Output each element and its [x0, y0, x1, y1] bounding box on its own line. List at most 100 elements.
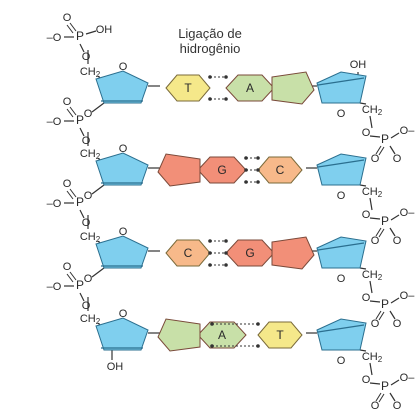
- p-oxygen-minus-left-0: –O: [47, 32, 62, 44]
- p-o-minus-bond-right-2: [390, 297, 400, 304]
- ch2-left-3: CH2: [80, 313, 101, 326]
- terminal-oh-top-right: OH: [350, 59, 367, 71]
- ch2-left-2: CH2: [80, 231, 101, 244]
- base-right-G-2-ring5: [271, 236, 315, 270]
- base-left-G-1: [157, 153, 247, 187]
- ch2-o-bond-right-3: [369, 362, 373, 376]
- p-double-bond-right-a-2: [375, 310, 382, 320]
- ch2-right-0: CH2: [362, 104, 383, 117]
- hydrogen-bond-1-1: [244, 168, 260, 172]
- p-o-bond-right-2: [389, 310, 396, 320]
- p-oxygen-3p-left-1: O: [84, 190, 93, 202]
- hydrogen-bond-3-0: [210, 322, 260, 326]
- hydrogen-bond-2-2: [208, 263, 228, 267]
- ch2-sugar-bond-right-3: [359, 349, 367, 352]
- hydrogen-bond-dot-b-3-0: [256, 322, 260, 326]
- hydrogen-bond-2-0: [208, 239, 228, 243]
- ch2-right-2: CH2: [362, 269, 383, 282]
- sugar-shade-right-0: [317, 77, 365, 86]
- hydrogen-bond-2-1: [208, 251, 228, 255]
- hydrogen-bond-dot-a-1-1: [244, 168, 248, 172]
- p-oxygen-minus-left-1: –O: [47, 116, 62, 128]
- hydrogen-bond-3-1: [210, 344, 260, 348]
- base-right-T-3-label: T: [276, 328, 284, 342]
- deoxyribose-right-1: [316, 153, 367, 186]
- hydrogen-bond-dot-a-3-0: [210, 322, 214, 326]
- hydrogen-bond-dot-b-1-2: [256, 180, 260, 184]
- base-right-T-3: [257, 321, 303, 349]
- p-oxygen-minus-right-3: O–: [400, 372, 416, 384]
- p-double-bond-right-a-1: [375, 227, 382, 237]
- deoxyribose-left-1: [95, 152, 149, 186]
- p-double-bond-left-a-3: [69, 271, 77, 281]
- ch2-o-bond-right-2: [369, 280, 373, 294]
- p-oxygen-minus-left-3: –O: [47, 281, 62, 293]
- p-oxygen-bridge-left-2: O: [82, 217, 91, 229]
- ring-oxygen-right-2: O: [337, 273, 346, 285]
- o-p-bond-right-2: [369, 300, 381, 303]
- ring-oxygen-right-0: O: [337, 108, 346, 120]
- p-double-bond-left-a-1: [69, 106, 77, 116]
- deoxyribose-left-2: [95, 235, 149, 269]
- p-link-left-0: [79, 43, 85, 53]
- sugar-shade-right-2: [317, 242, 365, 251]
- base-right-C-1-label: C: [276, 163, 285, 177]
- base-left-T-0: [165, 74, 211, 102]
- p-o-minus-bond-right-3: [390, 379, 400, 386]
- base-left-G-1-ring5: [157, 153, 201, 187]
- backbone-layer: [64, 22, 400, 403]
- p-oxygen-3p-left-2: O: [84, 273, 93, 285]
- hydrogen-bond-dot-b-1-0: [256, 156, 260, 160]
- ch2-right-1: CH2: [362, 186, 383, 199]
- ch2-sugar-bond-right-2: [359, 267, 367, 270]
- p-double-bond-right-a-0: [375, 145, 382, 155]
- hydrogen-bond-dot-b-0-0: [224, 75, 228, 79]
- ch2-left-0: CH2: [80, 66, 101, 79]
- hydrogen-bond-label-line2: hidrogênio: [179, 41, 241, 56]
- p-oxygen-top-left-3: O: [63, 261, 72, 273]
- p-oxygen-minus-right-2: O–: [400, 290, 416, 302]
- ring-oxygen-left-3: O: [119, 308, 128, 320]
- ch2-o-bond-right-1: [369, 197, 373, 211]
- p-double-bond-left-b-0: [66, 24, 74, 34]
- hydrogen-bond-0-1: [208, 97, 228, 101]
- o-p-bond-right-1: [369, 217, 381, 220]
- p-oxygen-top-left-1: O: [63, 96, 72, 108]
- deoxyribose-right-2: [316, 236, 367, 269]
- hydrogen-bond-dot-a-3-1: [210, 344, 214, 348]
- base-left-C-2-label: C: [184, 246, 193, 260]
- ring-oxygen-left-0: O: [119, 61, 128, 73]
- deoxyribose-right-3: [316, 318, 367, 351]
- hydrogen-bond-dot-b-2-1: [224, 251, 228, 255]
- p-oxygen-3p-left-0: O: [84, 108, 93, 120]
- deoxyribose-right-0: [316, 71, 367, 104]
- phosphorus-right-2: P: [381, 297, 389, 311]
- p-double-bond-left-b-3: [66, 273, 74, 283]
- p-link-left-2: [79, 209, 85, 219]
- p-o-bond-right-3: [389, 392, 396, 402]
- phosphorus-left-3: P: [76, 278, 84, 292]
- ring-oxygen-right-3: O: [337, 355, 346, 367]
- base-left-G-1-label: G: [217, 163, 226, 177]
- p-oxygen-3p-right-0: O: [393, 153, 402, 165]
- hydrogen-bond-dot-a-2-1: [208, 251, 212, 255]
- base-left-A-3-label: A: [218, 328, 226, 342]
- terminal-oh-top-left: OH: [96, 24, 113, 36]
- ring-oxygen-left-1: O: [119, 143, 128, 155]
- ch2-sugar-bond-right-1: [359, 184, 367, 187]
- p-oxygen-3p-right-3: O: [393, 400, 402, 412]
- p-double-bond-right-b-2: [378, 311, 385, 321]
- p-double-bond-right-b-1: [378, 228, 385, 238]
- phosphorus-right-3: P: [381, 379, 389, 393]
- base-left-A-3-ring5: [157, 318, 201, 352]
- sugar-layer: PO–OOPO–OOPO–OOPO–OOOHCH2OOCH2OOCH2OOCH2…: [47, 12, 416, 412]
- deoxyribose-left-0: [95, 70, 149, 104]
- base-right-A-0: [225, 71, 315, 105]
- phosphorus-left-0: P: [76, 29, 84, 43]
- p-link-left-1: [79, 127, 85, 137]
- base-left-T-0-label: T: [184, 81, 192, 95]
- p-double-bond-right-a-3: [375, 392, 382, 402]
- p-oxygen-double-right-3: O: [371, 400, 380, 412]
